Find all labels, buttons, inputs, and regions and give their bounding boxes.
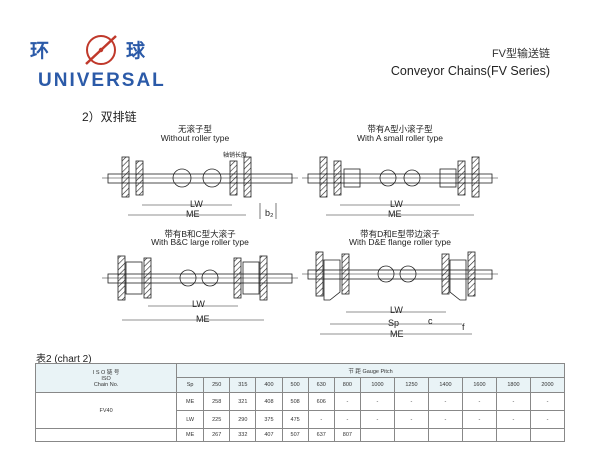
value-cell: 407 xyxy=(255,428,283,442)
value-cell: - xyxy=(461,410,497,429)
diagram1-pin-length-label: 轴销长度 xyxy=(223,153,248,159)
pitch-cell: 400 xyxy=(255,377,283,393)
value-cell: 637 xyxy=(307,428,335,442)
diagram1-dim-lw: LW xyxy=(190,199,203,209)
iso-sub: ISO xyxy=(101,376,111,382)
logo-text: UNIVERSAL xyxy=(38,70,166,91)
diagram2-dim-lw: LW xyxy=(390,199,403,209)
diagram4-dim-me: ME xyxy=(390,329,404,339)
table-iso-header: I S O 链 号 ISO Chain No. xyxy=(34,363,178,393)
value-cell: - xyxy=(495,410,531,429)
logo: 环 球 xyxy=(30,30,170,70)
table-row: LW 225 290 375 475 - - - - - - - - xyxy=(36,410,566,429)
pitch-cell: 1400 xyxy=(427,377,463,393)
page-title-en: Conveyor Chains(FV Series) xyxy=(390,64,550,78)
diagram3-title-en: With B&C large roller type xyxy=(151,237,249,247)
value-cell: - xyxy=(393,392,429,411)
value-cell: - xyxy=(427,410,463,429)
diagram3-dim-lw: LW xyxy=(192,299,205,309)
table-row: FV40 ME 258 321 408 508 606 - - - - - - … xyxy=(34,392,566,429)
value-cell xyxy=(495,428,531,442)
value-cell: - xyxy=(359,392,395,411)
pitch-cell: 315 xyxy=(229,377,257,393)
diagram4-dim-c: c xyxy=(428,316,433,326)
pitch-cell: 2000 xyxy=(529,377,566,393)
table-caption: 表2 (chart 2) xyxy=(36,354,92,365)
value-cell xyxy=(427,428,463,442)
diagram-bc-large-roller xyxy=(102,255,298,321)
chain-no-cell: FV40 xyxy=(34,392,178,429)
pitch-cell: 1250 xyxy=(393,377,429,393)
value-cell: 375 xyxy=(255,410,283,429)
value-cell: - xyxy=(495,392,531,411)
pitch-cell: 1600 xyxy=(461,377,497,393)
row-label-me: ME xyxy=(176,392,205,411)
value-cell: - xyxy=(529,410,566,429)
diagram-without-roller xyxy=(102,156,298,219)
table-header-row: I S O 链 号 ISO Chain No. 节 距 Gauge Pitch xyxy=(34,363,565,393)
value-cell: - xyxy=(333,392,361,411)
diagram3-title-cn: 带有B和C型大滚子 xyxy=(164,229,236,239)
value-cell: - xyxy=(461,392,497,411)
chain-no-label: Chain No. xyxy=(93,382,119,388)
diagram-de-flange-roller xyxy=(302,251,498,335)
value-cell: 290 xyxy=(229,410,257,429)
sp-label: Sp xyxy=(176,377,205,393)
diagram2-title-en: With A small roller type xyxy=(357,133,443,143)
table-pitch-row: Sp 250 315 400 500 630 800 1000 1250 140… xyxy=(36,377,566,393)
value-cell: - xyxy=(307,410,335,429)
section-title: 2）双排链 xyxy=(82,110,137,124)
value-cell xyxy=(359,428,395,442)
value-cell xyxy=(529,428,566,442)
value-cell: - xyxy=(333,410,361,429)
value-cell: 267 xyxy=(203,428,231,442)
row-label-lw: LW xyxy=(176,410,205,429)
pitch-cell: 1000 xyxy=(359,377,395,393)
diagram1-dim-me: ME xyxy=(186,209,200,219)
row-label-me: ME xyxy=(176,428,205,442)
value-cell xyxy=(461,428,497,442)
value-cell xyxy=(393,428,429,442)
logo-emblem-icon xyxy=(85,35,117,65)
value-cell: 258 xyxy=(203,392,231,411)
spec-table: I S O 链 号 ISO Chain No. 节 距 Gauge Pitch … xyxy=(34,363,566,442)
value-cell: 225 xyxy=(203,410,231,429)
diagram-a-small-roller xyxy=(302,156,498,216)
pitch-header: 节 距 Gauge Pitch xyxy=(176,363,565,378)
iso-label: I S O 链 号 xyxy=(92,370,120,376)
diagram3-dim-me: ME xyxy=(196,314,210,324)
diagram4-title-cn: 带有D和E型带边滚子 xyxy=(360,229,440,239)
value-cell: 606 xyxy=(307,392,335,411)
diagram1-dim-b2: b₂ xyxy=(265,208,274,218)
pitch-cell: 630 xyxy=(307,377,335,393)
table-row: ME 267 332 407 507 637 807 xyxy=(34,428,566,442)
value-cell: - xyxy=(427,392,463,411)
value-cell: 408 xyxy=(255,392,283,411)
diagram2-title-cn: 带有A型小滚子型 xyxy=(367,124,433,134)
diagram4-dim-lw: LW xyxy=(390,305,403,315)
diagram4-dim-f: f xyxy=(462,322,465,332)
diagram4-title-en: With D&E flange roller type xyxy=(348,237,452,247)
diagram2-dim-me: ME xyxy=(388,209,402,219)
diagram1-title-en: Without roller type xyxy=(160,133,230,143)
pitch-cell: 500 xyxy=(281,377,309,393)
value-cell: - xyxy=(359,410,395,429)
value-cell: 507 xyxy=(281,428,309,442)
pitch-cell: 250 xyxy=(203,377,231,393)
value-cell: - xyxy=(393,410,429,429)
value-cell: 321 xyxy=(229,392,257,411)
chain-no-cell xyxy=(34,428,178,442)
value-cell: 508 xyxy=(281,392,309,411)
logo-cn-left: 环 xyxy=(30,40,50,62)
value-cell: 475 xyxy=(281,410,309,429)
diagram4-dim-sp: Sp xyxy=(388,318,400,328)
value-cell: 807 xyxy=(333,428,361,442)
logo-cn-right: 球 xyxy=(126,40,146,62)
value-cell: - xyxy=(529,392,566,411)
pitch-cell: 1800 xyxy=(495,377,531,393)
page-title-cn: FV型输送链 xyxy=(491,48,550,60)
diagram1-title-cn: 无滚子型 xyxy=(177,124,212,134)
value-cell: 332 xyxy=(229,428,257,442)
pitch-cell: 800 xyxy=(333,377,361,393)
